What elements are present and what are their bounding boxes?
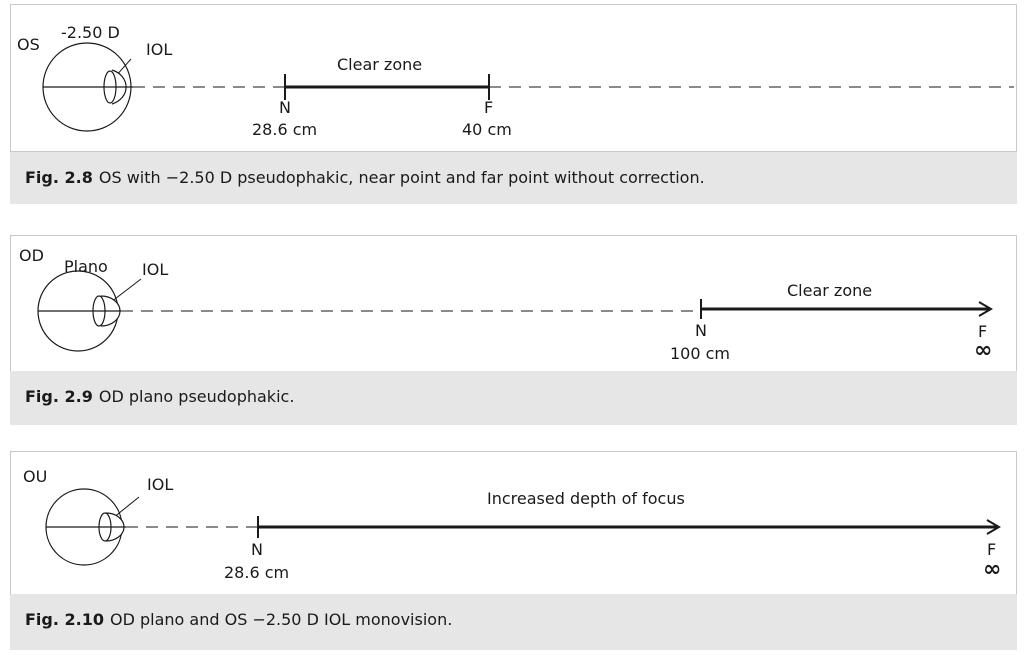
iol-label: IOL [142, 260, 168, 279]
infinity-symbol: ∞ [983, 557, 1001, 582]
clear-zone-label: Clear zone [787, 281, 872, 300]
eye-label: OS [17, 35, 40, 54]
lens-power-label: Plano [64, 257, 108, 276]
iol-label: IOL [146, 40, 172, 59]
diagram-svg: OD Plano IOL Clear zone N 100 cm F ∞ [19, 246, 993, 363]
caption-text: OD plano and OS −2.50 D IOL monovision. [110, 610, 453, 629]
far-point-distance: 40 cm [462, 120, 512, 139]
arrow-head-icon [978, 301, 993, 317]
diagram-svg: OU IOL Increased depth of focus N 28.6 c… [23, 467, 1001, 582]
caption-number: Fig. 2.9 [25, 387, 93, 406]
caption-number: Fig. 2.8 [25, 168, 93, 187]
near-point-distance: 28.6 cm [224, 563, 289, 582]
far-point-label: F [978, 322, 987, 341]
near-point-label: N [251, 540, 263, 559]
diagram-panel: OD Plano IOL Clear zone N 100 cm F ∞ [10, 235, 1017, 373]
near-point-distance: 28.6 cm [252, 120, 317, 139]
diagram-panel: OS -2.50 D IOL Clear zone N 28.6 cm F 40… [10, 4, 1017, 152]
caption-text: OD plano pseudophakic. [98, 387, 295, 406]
infinity-symbol: ∞ [974, 338, 992, 363]
far-point-label: F [484, 98, 493, 117]
lens-power-label: -2.50 D [61, 23, 120, 42]
arrow-head-icon [986, 519, 1001, 535]
eye-icon [45, 488, 126, 566]
eye-label: OD [19, 246, 44, 265]
eye-label: OU [23, 467, 47, 486]
near-point-label: N [695, 321, 707, 340]
caption-number: Fig. 2.10 [25, 610, 104, 629]
caption-text: OS with −2.50 D pseudophakic, near point… [98, 168, 705, 187]
near-point-distance: 100 cm [670, 344, 730, 363]
iol-pointer-line [112, 496, 140, 519]
figure-caption: Fig. 2.9 OD plano pseudophakic. [10, 371, 1017, 425]
diagram-panel: OU IOL Increased depth of focus N 28.6 c… [10, 451, 1017, 596]
figure-caption: Fig. 2.10 OD plano and OS −2.50 D IOL mon… [10, 594, 1017, 650]
eye-icon [42, 42, 133, 132]
clear-zone-label: Clear zone [337, 55, 422, 74]
figure-caption: Fig. 2.8 OS with −2.50 D pseudophakic, ne… [10, 152, 1017, 204]
iol-label: IOL [147, 475, 173, 494]
near-point-label: N [279, 98, 291, 117]
far-point-label: F [987, 540, 996, 559]
depth-of-focus-label: Increased depth of focus [487, 489, 685, 508]
eye-icon [37, 270, 121, 352]
diagram-svg: OS -2.50 D IOL Clear zone N 28.6 cm F 40… [17, 23, 1014, 139]
